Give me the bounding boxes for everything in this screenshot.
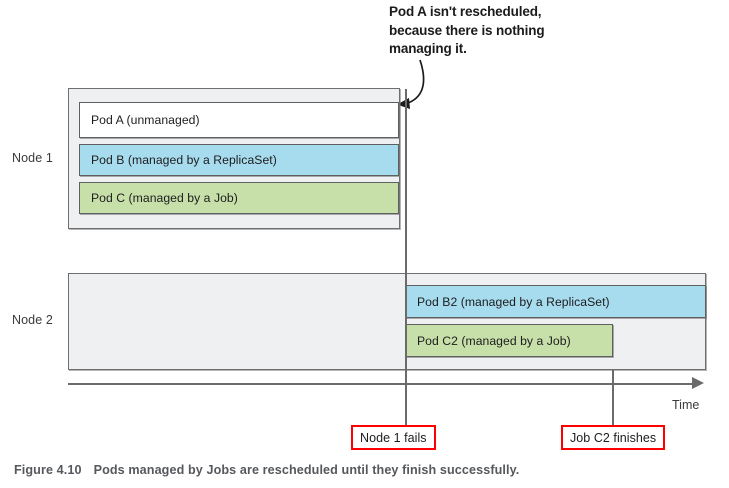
figure-caption-text: Pods managed by Jobs are rescheduled unt… [93,463,520,477]
pod-bar-pod-c2: Pod C2 (managed by a Job) [405,324,613,357]
pod-bar-pod-b: Pod B (managed by a ReplicaSet) [79,144,399,176]
curved-arrow-left-icon [397,59,425,109]
pod-bar-pod-a: Pod A (unmanaged) [79,102,399,138]
row-label-node-2: Node 2 [12,313,53,327]
arrow-right-icon [692,377,704,389]
pod-bar-pod-c: Pod C (managed by a Job) [79,182,399,214]
time-axis-line [68,383,696,385]
time-axis-label: Time [672,398,700,412]
pod-bar-pod-b2: Pod B2 (managed by a ReplicaSet) [405,285,706,318]
event-label-job-c2-finishes: Job C2 finishes [561,425,666,450]
annotation-text: Pod A isn't rescheduled, because there i… [389,4,545,56]
figure-caption-number: Figure 4.10 [14,463,82,477]
event-line-node-1-fails [405,89,407,427]
event-line-job-c2-finishes [612,369,614,427]
figure-caption: Figure 4.10 Pods managed by Jobs are resc… [14,463,714,477]
event-label-node-1-fails: Node 1 fails [351,425,436,450]
row-label-node-1: Node 1 [12,151,53,165]
